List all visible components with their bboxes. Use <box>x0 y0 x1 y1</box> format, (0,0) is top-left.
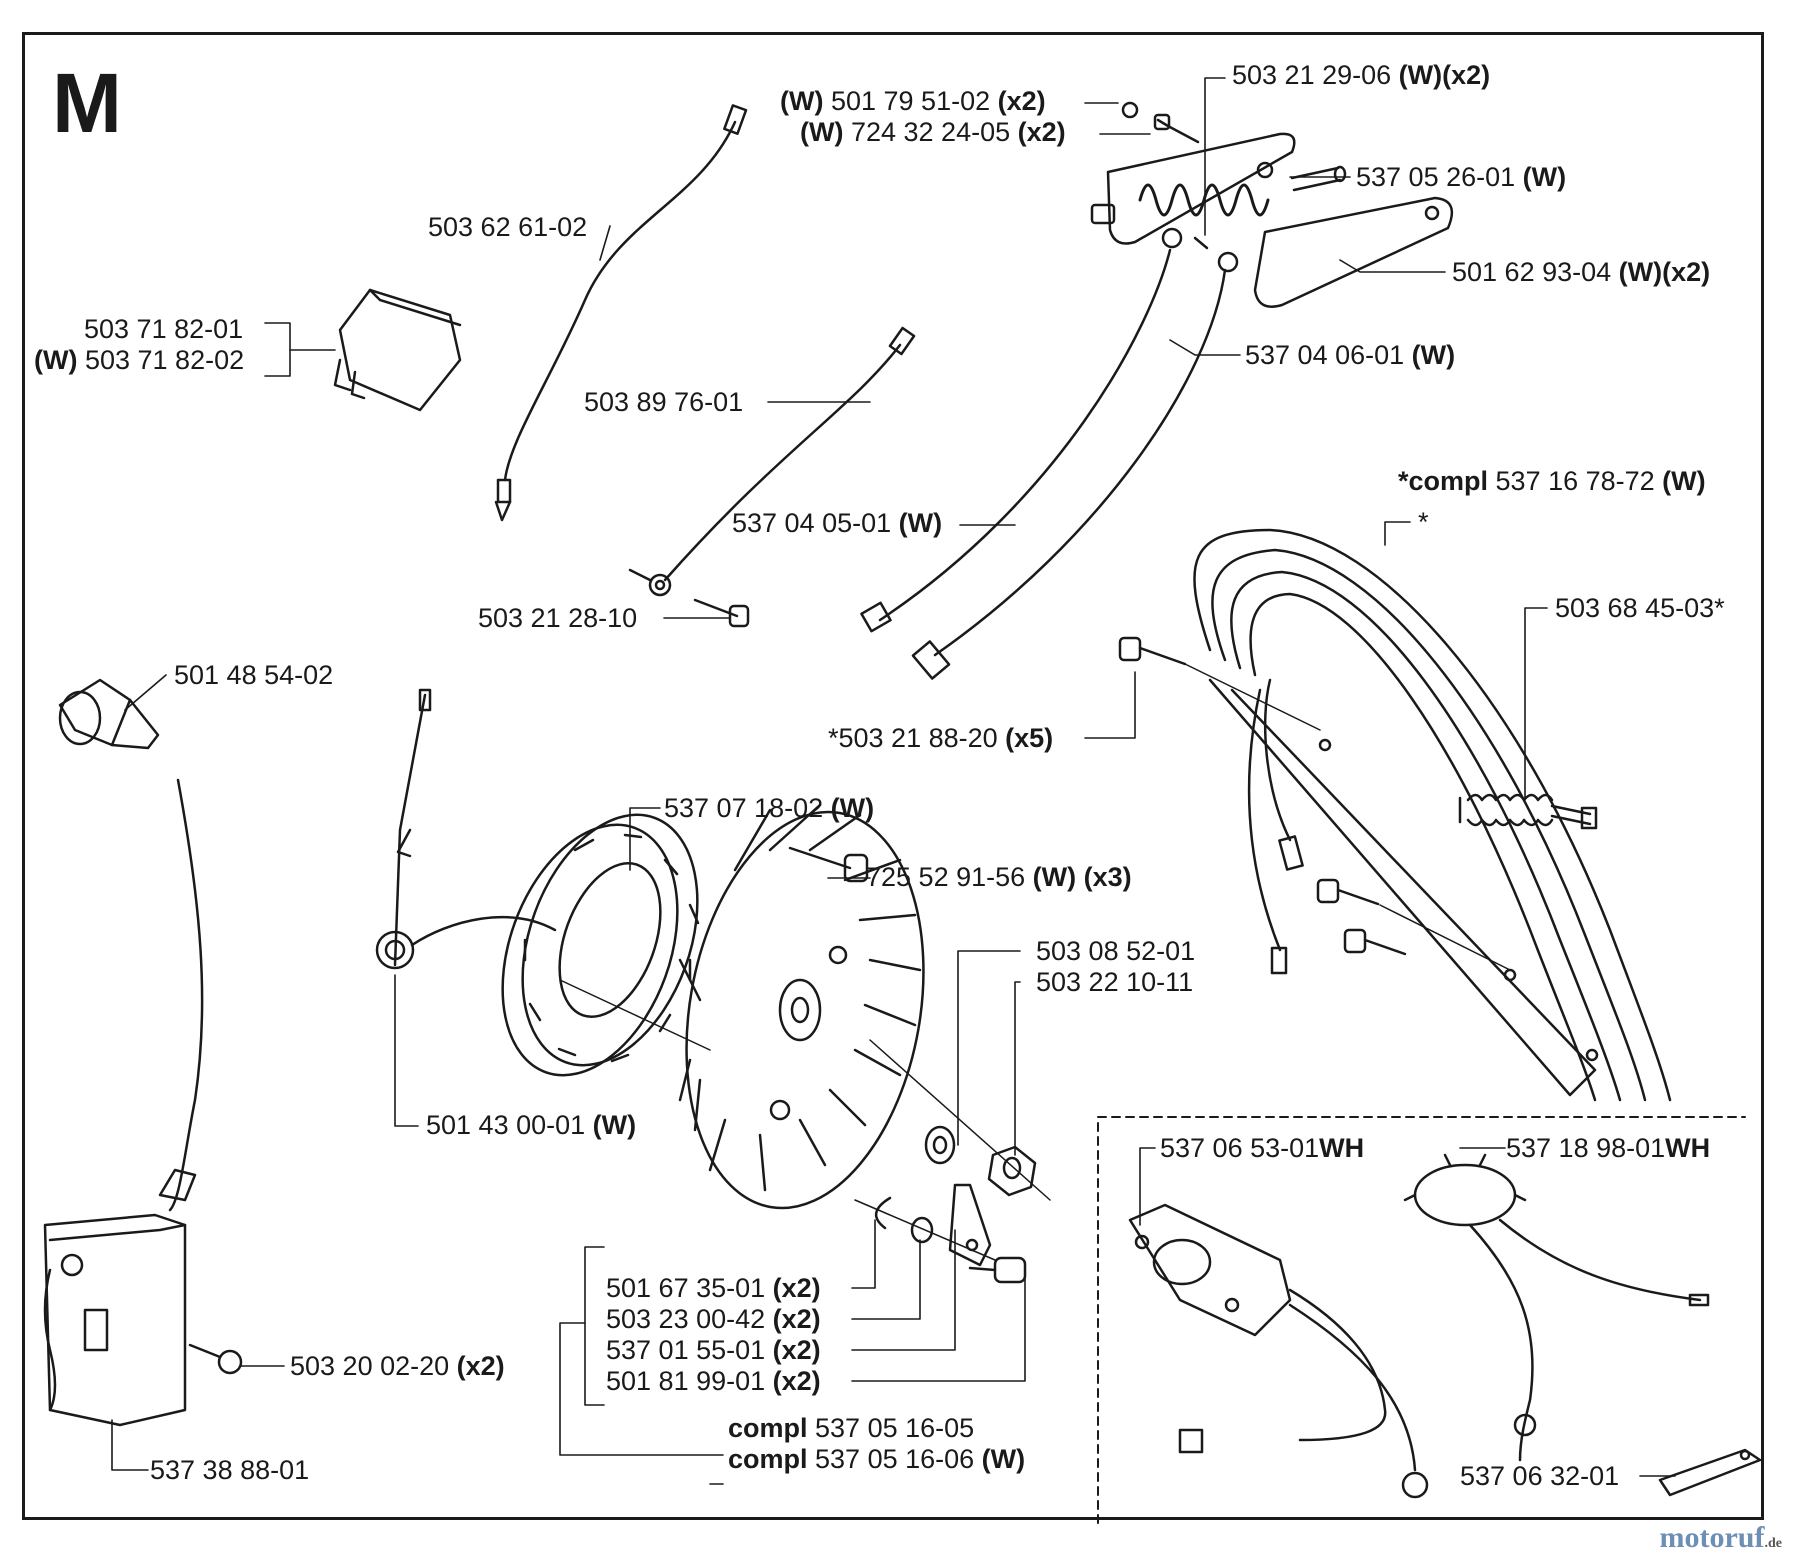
wire-503-62-61-02 <box>494 104 748 522</box>
inset-box <box>1097 1116 1746 1524</box>
heat-shield-plate <box>1090 101 1296 245</box>
spark-plug-boot <box>58 678 204 1212</box>
triangular-cover <box>1253 196 1454 308</box>
label-501-79-51-02: (W) 501 79 51-02 (x2) <box>780 86 1046 116</box>
label-501-43-00-01: 501 43 00-01 (W) <box>426 1110 637 1140</box>
stator <box>501 813 711 1077</box>
label-compl-537-05-16-05: compl 537 05 16-05 <box>728 1413 975 1443</box>
heater-element <box>1128 1203 1429 1499</box>
leader-lines <box>111 77 1676 1485</box>
label-501-62-93-04: 501 62 93-04 (W)(x2) <box>1452 257 1711 287</box>
label-537-06-53-01: 537 06 53-01WH <box>1160 1133 1365 1163</box>
label-537-05-26-01: 537 05 26-01 (W) <box>1356 162 1567 192</box>
label-503-21-29-06: 503 21 29-06 (W)(x2) <box>1232 60 1491 90</box>
label-asterisk: * <box>1418 507 1429 537</box>
label-503-21-28-10: 503 21 28-10 <box>478 603 638 633</box>
clamp-537-06-32-01 <box>1658 1448 1762 1497</box>
label-537-04-06-01: 537 04 06-01 (W) <box>1245 340 1456 370</box>
label-compl-537-05-16-06: compl 537 05 16-06 (W) <box>728 1444 1026 1474</box>
label-537-16-78-72: *compl 537 16 78-72 (W) <box>1398 466 1706 496</box>
flywheel-hardware <box>854 1125 1037 1284</box>
label-503-20-02-20: 503 20 02-20 (x2) <box>290 1351 505 1381</box>
stator-wire <box>375 688 557 970</box>
label-503-71-82-01: 503 71 82-01 <box>84 314 244 344</box>
label-501-48-54-02: 501 48 54-02 <box>174 660 334 690</box>
spacer-tube <box>1290 165 1347 192</box>
flywheel <box>678 803 1051 1210</box>
label-725-52-91-56: 725 52 91-56 (W) (x3) <box>866 862 1132 892</box>
ignition-module <box>43 1168 243 1427</box>
label-537-18-98-01: 537 18 98-01WH <box>1506 1133 1711 1163</box>
label-537-04-05-01: 537 04 05-01 (W) <box>732 508 943 538</box>
label-503-71-82-02: (W) 503 71 82-02 <box>34 345 245 375</box>
label-501-67-35-01: 501 67 35-01 (x2) <box>606 1273 821 1303</box>
label-503-22-10-11: 503 22 10-11 <box>1036 967 1194 997</box>
label-537-06-32-01: 537 06 32-01 <box>1460 1461 1620 1491</box>
label-537-38-88-01: 537 38 88-01 <box>150 1455 310 1485</box>
watermark-logo: motoruf.de <box>1659 1521 1782 1554</box>
label-724-32-24-05: (W) 724 32 24-05 (x2) <box>800 117 1066 147</box>
stop-switch <box>333 288 462 412</box>
section-letter: M <box>52 56 122 150</box>
wire-503-89-76-01 <box>628 326 916 628</box>
label-503-62-61-02: 503 62 61-02 <box>428 212 588 242</box>
label-537-01-55-01: 537 01 55-01 (x2) <box>606 1335 821 1365</box>
wires-537-04 <box>860 227 1239 680</box>
stator-screws <box>788 846 869 883</box>
diagram-frame <box>22 32 1764 1520</box>
label-503-21-88-20: *503 21 88-20 (x5) <box>828 723 1054 753</box>
label-503-08-52-01: 503 08 52-01 <box>1036 936 1196 966</box>
thermostat <box>1403 1153 1710 1462</box>
label-537-07-18-02: 537 07 18-02 (W) <box>664 793 875 823</box>
label-503-23-00-42: 503 23 00-42 (x2) <box>606 1304 821 1334</box>
label-503-89-76-01: 503 89 76-01 <box>584 387 744 417</box>
label-503-68-45-03: 503 68 45-03* <box>1555 593 1725 623</box>
label-501-81-99-01: 501 81 99-01 (x2) <box>606 1366 821 1396</box>
handle-bar <box>1118 528 1672 1102</box>
